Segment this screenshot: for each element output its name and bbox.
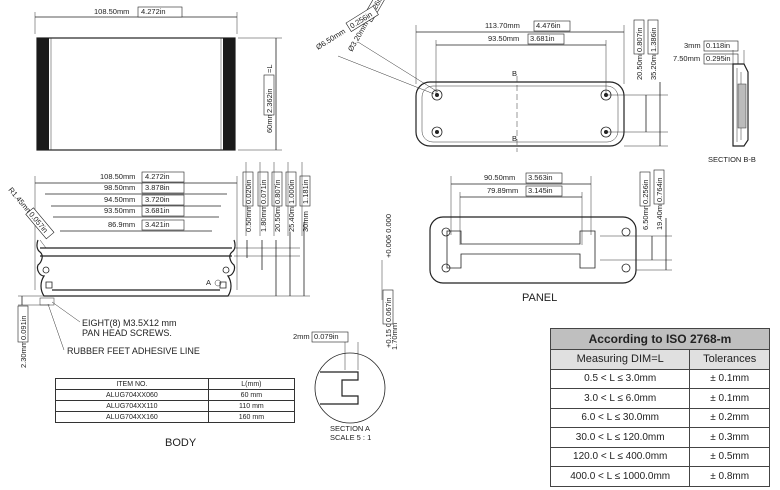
body-profile — [36, 239, 236, 297]
panel-front: 90.50mm 3.563in 79.89mm 3.145in 6.50mm 0… — [429, 169, 672, 304]
dimension-label: 0.067in — [384, 297, 393, 322]
dimension-label: 3.563in — [528, 173, 553, 182]
dimension-label: 108.50mm — [100, 172, 135, 181]
dimension-label: 93.50mm — [104, 206, 135, 215]
dimension-label: 0.071in — [259, 179, 268, 204]
screws-note-2: PAN HEAD SCREWS. — [82, 328, 172, 338]
dimension-label: 0.807in — [273, 179, 282, 204]
screws-note: EIGHT(8) M3.5X12 mm — [82, 318, 177, 328]
dimension-label: 30mm — [301, 211, 310, 232]
panel-top-outline — [415, 81, 625, 147]
iso-header-dim: Measuring DIM=L — [549, 349, 691, 370]
dimension-label: SCALE 5 : 1 — [330, 433, 371, 442]
dimension-label: 35.20mm — [649, 49, 658, 80]
dimension-label: 1.000in — [287, 179, 296, 204]
table-row: ALUG704XX160 160 mm — [55, 411, 296, 423]
dimension-label: 1.80mm — [259, 205, 268, 232]
table-row: 400.0 < L ≤ 1000.0mm± 0.8mm — [549, 466, 770, 487]
top-width-in: 4.272in — [141, 7, 166, 16]
dimension-label: 86.9mm — [108, 220, 135, 229]
dimension-label: 3.681in — [530, 34, 555, 43]
section-bb: 3mm 0.118in 7.50mm 0.295in SECTION B-B — [673, 40, 756, 164]
dimension-label: 25.40mm — [287, 201, 296, 232]
feet-note: RUBBER FEET ADHESIVE LINE — [67, 346, 200, 356]
table-row: 3.0 < L ≤ 6.0mm± 0.1mm — [549, 388, 770, 409]
panel-top: Ø3.20mm 0.126in Ø6.50mm 0.256in 113.70mm… — [314, 0, 668, 152]
dimension-label: 0.091in — [19, 315, 28, 340]
section-a: 2mm 0.079in SECTION A SCALE 5 : 1 — [293, 331, 386, 442]
dimension-label: 3.878in — [145, 183, 170, 192]
dimension-label: 7.50mm — [673, 54, 700, 63]
top-view: 108.50mm 4.272in 60mm 2.362in =L — [34, 6, 282, 151]
table-row: 120.0 < L ≤ 400.0mm± 0.5mm — [549, 446, 770, 467]
dimension-label: SECTION A — [330, 424, 370, 433]
dimension-label: 20.50mm — [273, 201, 282, 232]
dimension-label: 113.70mm — [485, 21, 520, 30]
iso-tolerance-table: According to ISO 2768-m Measuring DIM=L … — [549, 328, 770, 487]
dimension-label: 2mm — [293, 332, 310, 341]
dimension-label: 93.50mm — [488, 34, 519, 43]
length-col-header: L(mm) — [207, 378, 296, 390]
dimension-label: 0.807in — [635, 27, 644, 52]
dimension-label: 98.50mm — [104, 183, 135, 192]
dimension-label: 4.476in — [536, 21, 561, 30]
table-row: 6.0 < L ≤ 30.0mm± 0.2mm — [549, 407, 770, 428]
dimension-label: 6.50mm — [641, 203, 650, 230]
top-length-in: 2.362in — [265, 88, 274, 113]
dimension-label: Ø6.50mm — [314, 27, 347, 52]
dimension-label: 4.272in — [145, 172, 170, 181]
body-title: BODY — [165, 437, 197, 449]
dimension-label: 0.256in — [641, 179, 650, 204]
item-col-header: ITEM NO. — [55, 378, 209, 390]
top-length-var: =L — [265, 64, 274, 73]
dimension-label: 0.50mm — [244, 205, 253, 232]
dimension-label: 3mm — [684, 41, 701, 50]
dimension-label: 0.764in — [655, 177, 664, 202]
iso-title: According to ISO 2768-m — [550, 328, 770, 350]
body-top-outline — [36, 37, 236, 151]
table-row: 0.5 < L ≤ 3.0mm± 0.1mm — [549, 368, 770, 389]
table-row: ALUG704XX110 110 mm — [55, 400, 296, 412]
top-width-mm: 108.50mm — [94, 7, 129, 16]
dimension-label: 3.145in — [528, 186, 553, 195]
dimension-label: 90.50mm — [484, 173, 515, 182]
dimension-label: 19.40mm — [655, 199, 664, 230]
dimension-label: B — [512, 134, 517, 143]
item-table: ITEM NO. L(mm) ALUG704XX060 60 mm ALUG70… — [55, 378, 296, 423]
top-length-mm: 60mm — [265, 112, 274, 133]
dimension-label: 1.386in — [649, 27, 658, 52]
dimension-label: +0.006 0.000 — [384, 214, 393, 258]
dimension-label: 3.421in — [145, 220, 170, 229]
panel-title: PANEL — [522, 292, 557, 304]
dimension-label: 3.720in — [145, 195, 170, 204]
dimension-label: 0.079in — [314, 332, 339, 341]
dimension-label: 79.89mm — [487, 186, 518, 195]
dimension-label: 0.118in — [706, 41, 730, 50]
dimension-label: 0.020in — [244, 179, 253, 204]
dimension-label: 2.30mm — [19, 341, 28, 368]
dimension-label: A — [206, 278, 211, 287]
dimension-label: +0.15 0 — [384, 323, 393, 348]
iso-header-tol: Tolerances — [689, 349, 770, 370]
panel-front-outline — [429, 216, 637, 284]
dimension-label: 3.681in — [145, 206, 170, 215]
dimension-label: 1.70mm — [390, 323, 399, 350]
dimension-label: 0.295in — [706, 54, 731, 63]
table-row: 30.0 < L ≤ 120.0mm± 0.3mm — [549, 427, 770, 448]
dimension-label: B — [512, 69, 517, 78]
dimension-label: 20.50mm — [635, 49, 644, 80]
dimension-label: 94.50mm — [104, 195, 135, 204]
dimension-label: SECTION B-B — [708, 155, 756, 164]
dimension-label: 1.181in — [301, 179, 310, 204]
table-row: ALUG704XX060 60 mm — [55, 389, 296, 401]
